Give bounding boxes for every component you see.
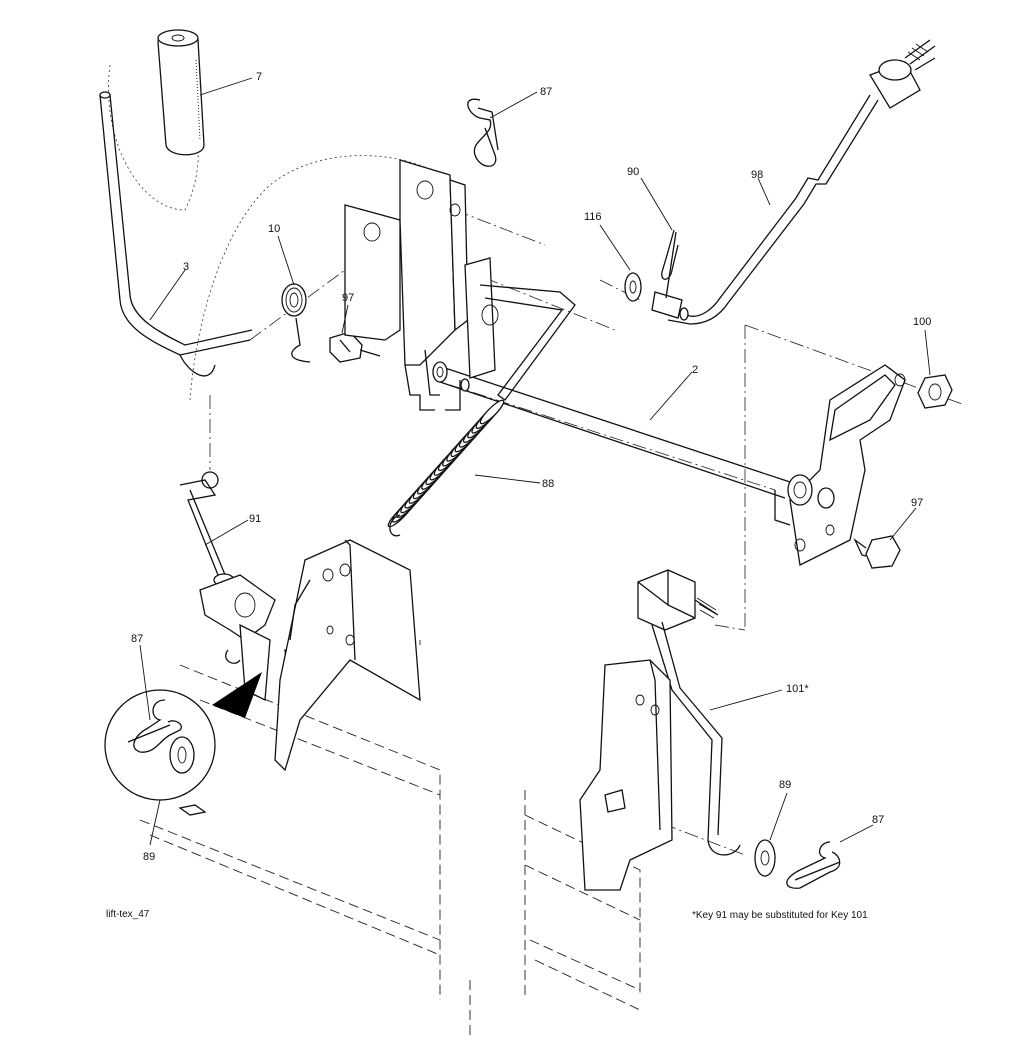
part-97-bolt-right	[853, 535, 901, 569]
callout-3: 3	[183, 261, 189, 273]
part-97-bolt-upper	[329, 331, 381, 363]
part-101-link	[637, 569, 741, 856]
callout-7: 7	[256, 71, 262, 83]
detail-inset	[104, 672, 262, 801]
part-87-pin-right	[786, 841, 841, 889]
callout-88: 88	[542, 478, 554, 490]
right-shaft-bracket	[774, 364, 906, 566]
left-deck-bracket	[274, 539, 421, 772]
part-98-rod	[651, 39, 936, 325]
part-10-spring	[281, 283, 311, 363]
figure-id: lift-tex_47	[106, 909, 150, 920]
part-100-nut	[917, 374, 953, 409]
callout-116: 116	[584, 211, 602, 223]
callout-87-inset: 87	[131, 633, 143, 645]
callouts: 7 87 90 98 116 10 3 97 100 2 88 91 97 87…	[131, 71, 931, 863]
part-90-clip	[661, 229, 679, 299]
callout-98: 98	[751, 169, 763, 181]
part-7-grip	[157, 29, 205, 156]
callout-101: 101*	[786, 683, 809, 695]
shaft-arm	[424, 257, 576, 401]
callout-97-upper: 97	[342, 292, 354, 304]
callout-87-right: 87	[872, 814, 884, 826]
part-3-lever	[99, 91, 253, 377]
lift-bracket	[344, 159, 469, 411]
callout-90: 90	[627, 166, 639, 178]
footnote: *Key 91 may be substituted for Key 101	[692, 910, 868, 921]
callout-10: 10	[268, 223, 280, 235]
callout-97-right: 97	[911, 497, 923, 509]
callout-87-top: 87	[540, 86, 552, 98]
deck-fastener	[178, 804, 207, 816]
spring-coil	[479, 399, 505, 425]
callout-2: 2	[692, 364, 698, 376]
part-89-washer-right	[754, 839, 776, 877]
callout-100: 100	[913, 316, 931, 328]
part-2-shaft	[432, 361, 791, 499]
leader-lines	[139, 77, 931, 846]
callout-89-inset: 89	[143, 851, 155, 863]
spring-hook	[389, 514, 401, 537]
right-deck-bracket	[579, 659, 673, 891]
part-88-spring	[387, 399, 505, 537]
callout-91: 91	[249, 513, 261, 525]
callout-89-right: 89	[779, 779, 791, 791]
part-87-pin-top	[467, 98, 499, 167]
part-116-washer	[624, 272, 642, 302]
deck-outline	[139, 640, 641, 1035]
